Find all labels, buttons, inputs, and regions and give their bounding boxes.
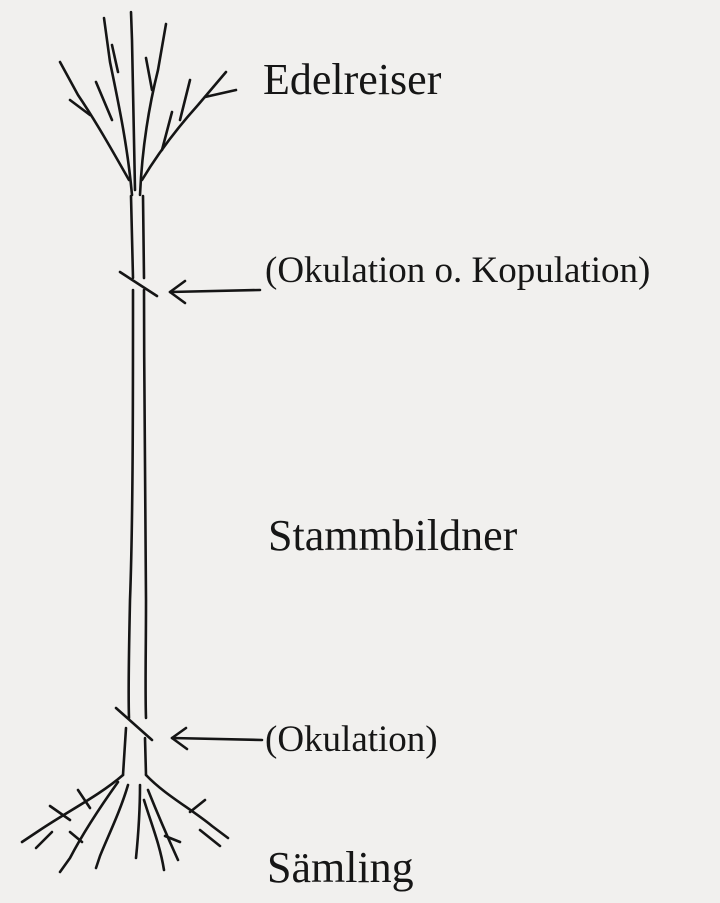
label-edelreiser: Edelreiser [263, 58, 441, 102]
scion-crown [60, 12, 236, 195]
upper-graft-union [120, 272, 157, 296]
root [144, 800, 164, 870]
scion-branch [96, 82, 112, 120]
lower-graft-arrow [172, 728, 262, 749]
label-saemling: Sämling [267, 846, 414, 890]
scion-branch [104, 18, 132, 195]
scion-twig [146, 58, 152, 90]
rootlet [70, 832, 82, 842]
root [136, 785, 140, 858]
scion-twig [112, 45, 118, 72]
scion-neck [131, 196, 144, 278]
label-stammbildner: Stammbildner [268, 514, 517, 558]
rootlet [36, 832, 52, 848]
root [22, 775, 123, 842]
root [60, 782, 118, 872]
scion-branch [60, 62, 129, 180]
seedling-roots [22, 775, 228, 872]
trunk [129, 290, 146, 718]
scion-branch [140, 24, 166, 195]
label-lower-graft: (Okulation) [265, 721, 438, 758]
rootlet [200, 830, 220, 846]
upper-graft-arrow [170, 281, 260, 303]
root [96, 785, 128, 868]
rootlet [190, 800, 205, 812]
label-upper-graft: (Okulation o. Kopulation) [265, 252, 650, 289]
rootstock-neck [123, 728, 146, 775]
scion-branch [131, 12, 135, 190]
root [146, 775, 228, 838]
